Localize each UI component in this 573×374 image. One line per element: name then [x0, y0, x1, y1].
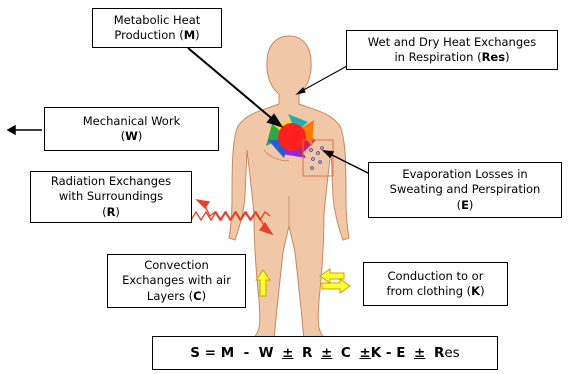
eq-m: M	[221, 345, 234, 361]
eq-pm: ±	[282, 345, 293, 361]
conduction-label: Conduction to or from clothing (K)	[363, 262, 508, 306]
evaporation-label: Evaporation Losses in Sweating and Persp…	[368, 162, 562, 218]
eq-minus: -	[381, 345, 396, 361]
eq-s: S	[190, 345, 200, 361]
evaporation-line3: (E)	[457, 198, 474, 213]
eq-minus: -	[234, 345, 258, 361]
mechanical-line2: (W)	[121, 129, 143, 144]
convection-line1: Convection	[144, 258, 209, 273]
conduction-line2: from clothing (K)	[386, 284, 484, 299]
respiration-line2: in Respiration (Res)	[394, 50, 509, 65]
eq-w: W	[259, 345, 274, 361]
human-body-figure	[229, 36, 349, 340]
mechanical-work-arrow	[8, 126, 42, 134]
radiation-label: Radiation Exchanges with Surroundings (R…	[30, 171, 192, 223]
eq-equals: =	[200, 345, 221, 361]
mechanical-line1: Mechanical Work	[83, 114, 180, 129]
evaporation-arrow	[324, 151, 370, 174]
convection-label: Convection Exchanges with air Layers (C)	[107, 254, 246, 308]
radiation-line1: Radiation Exchanges	[51, 174, 171, 189]
eq-pm: ±	[414, 345, 425, 361]
radiation-line3: (R)	[102, 205, 120, 220]
eq-pm: ±	[359, 345, 370, 361]
convection-line2: Exchanges with air	[122, 273, 231, 288]
eq-res-rest: es	[444, 345, 459, 361]
eq-res-r: R	[434, 345, 444, 361]
evaporation-line2: Sweating and Perspiration	[390, 182, 541, 197]
eq-c: C	[341, 345, 351, 361]
metabolic-heat-label: Metabolic Heat Production (M)	[92, 8, 222, 48]
metabolic-line1: Metabolic Heat	[114, 13, 201, 28]
eq-k: K	[371, 345, 381, 361]
radiation-line2: with Surroundings	[59, 189, 163, 204]
metabolic-line2: Production (M)	[114, 28, 199, 43]
eq-r: R	[302, 345, 312, 361]
conduction-arrows-icon	[320, 269, 350, 293]
mechanical-work-label: Mechanical Work (W)	[44, 107, 219, 151]
convection-line3: Layers (C)	[147, 289, 206, 304]
eq-pm: ±	[321, 345, 332, 361]
respiration-label: Wet and Dry Heat Exchanges in Respiratio…	[346, 30, 558, 70]
conduction-line1: Conduction to or	[388, 269, 484, 284]
respiration-line1: Wet and Dry Heat Exchanges	[368, 35, 536, 50]
evaporation-line1: Evaporation Losses in	[402, 167, 527, 182]
eq-e: E	[396, 345, 405, 361]
